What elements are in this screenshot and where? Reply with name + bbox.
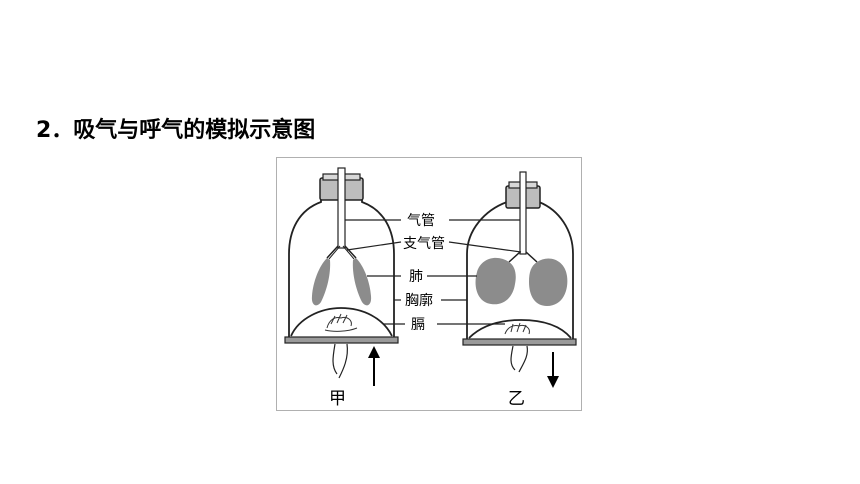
right-lung-right — [529, 258, 568, 306]
left-bell-jar — [284, 167, 399, 386]
left-base-plate — [284, 336, 399, 344]
label-thorax: 胸廓 — [405, 292, 433, 309]
label-bronchi: 支气管 — [403, 236, 445, 252]
page-title: 2．吸气与呼气的模拟示意图 — [36, 118, 316, 143]
left-up-arrow-icon — [368, 346, 380, 386]
left-lung-right — [352, 258, 372, 306]
caption-left: 甲 — [329, 389, 346, 409]
label-lungs: 肺 — [409, 269, 423, 285]
right-base-plate — [462, 338, 577, 346]
label-trachea: 气管 — [407, 213, 435, 229]
breathing-model-diagram: 气管 支气管 肺 胸廓 膈 甲 乙 — [284, 167, 577, 409]
right-trachea-tube — [519, 171, 527, 255]
left-diaphragm — [290, 307, 393, 337]
right-diaphragm — [468, 319, 572, 339]
left-trachea-tube — [337, 167, 346, 249]
right-down-arrow-icon — [547, 352, 559, 388]
leader-lines — [345, 219, 522, 325]
right-bell-jar — [462, 171, 577, 388]
right-lung-left — [475, 257, 516, 305]
right-hand-sketch — [504, 322, 530, 335]
caption-right: 乙 — [508, 389, 525, 409]
breathing-model-figure: 气管 支气管 肺 胸廓 膈 甲 乙 — [276, 157, 582, 411]
left-lung-left — [311, 258, 331, 306]
label-diaphragm: 膈 — [411, 317, 425, 333]
left-hand-sketch — [324, 313, 358, 332]
